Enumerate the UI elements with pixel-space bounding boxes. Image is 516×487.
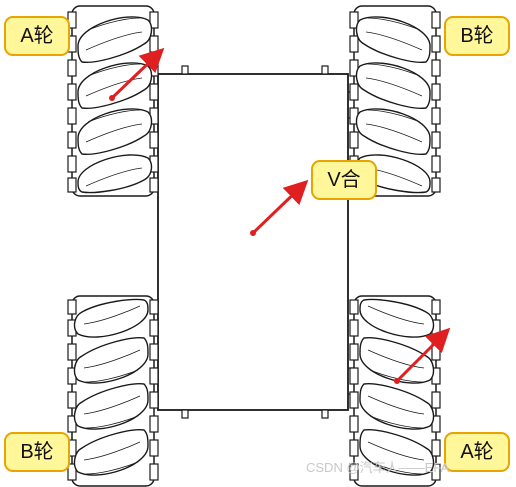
label-a-wheel-front-left: A轮 — [4, 16, 70, 56]
label-a-wheel-rear-right: A轮 — [444, 432, 510, 472]
label-b-wheel-rear-left: B轮 — [4, 432, 70, 472]
wheel-rear-left — [67, 295, 159, 487]
arrow-origin-dot — [109, 95, 115, 101]
wheel-front-left — [67, 5, 159, 197]
chassis-body — [150, 65, 356, 419]
label-b-wheel-front-right: B轮 — [444, 16, 510, 56]
watermark: CSDN @汽车人——EFA — [306, 460, 450, 475]
label-v-resultant: V合 — [311, 160, 377, 200]
force-arrow-front-left — [110, 47, 165, 100]
resultant-velocity-arrow — [251, 179, 309, 235]
force-arrow-rear-right — [395, 327, 451, 383]
arrow-origin-dot — [250, 230, 256, 236]
arrow-origin-dot — [394, 378, 400, 384]
